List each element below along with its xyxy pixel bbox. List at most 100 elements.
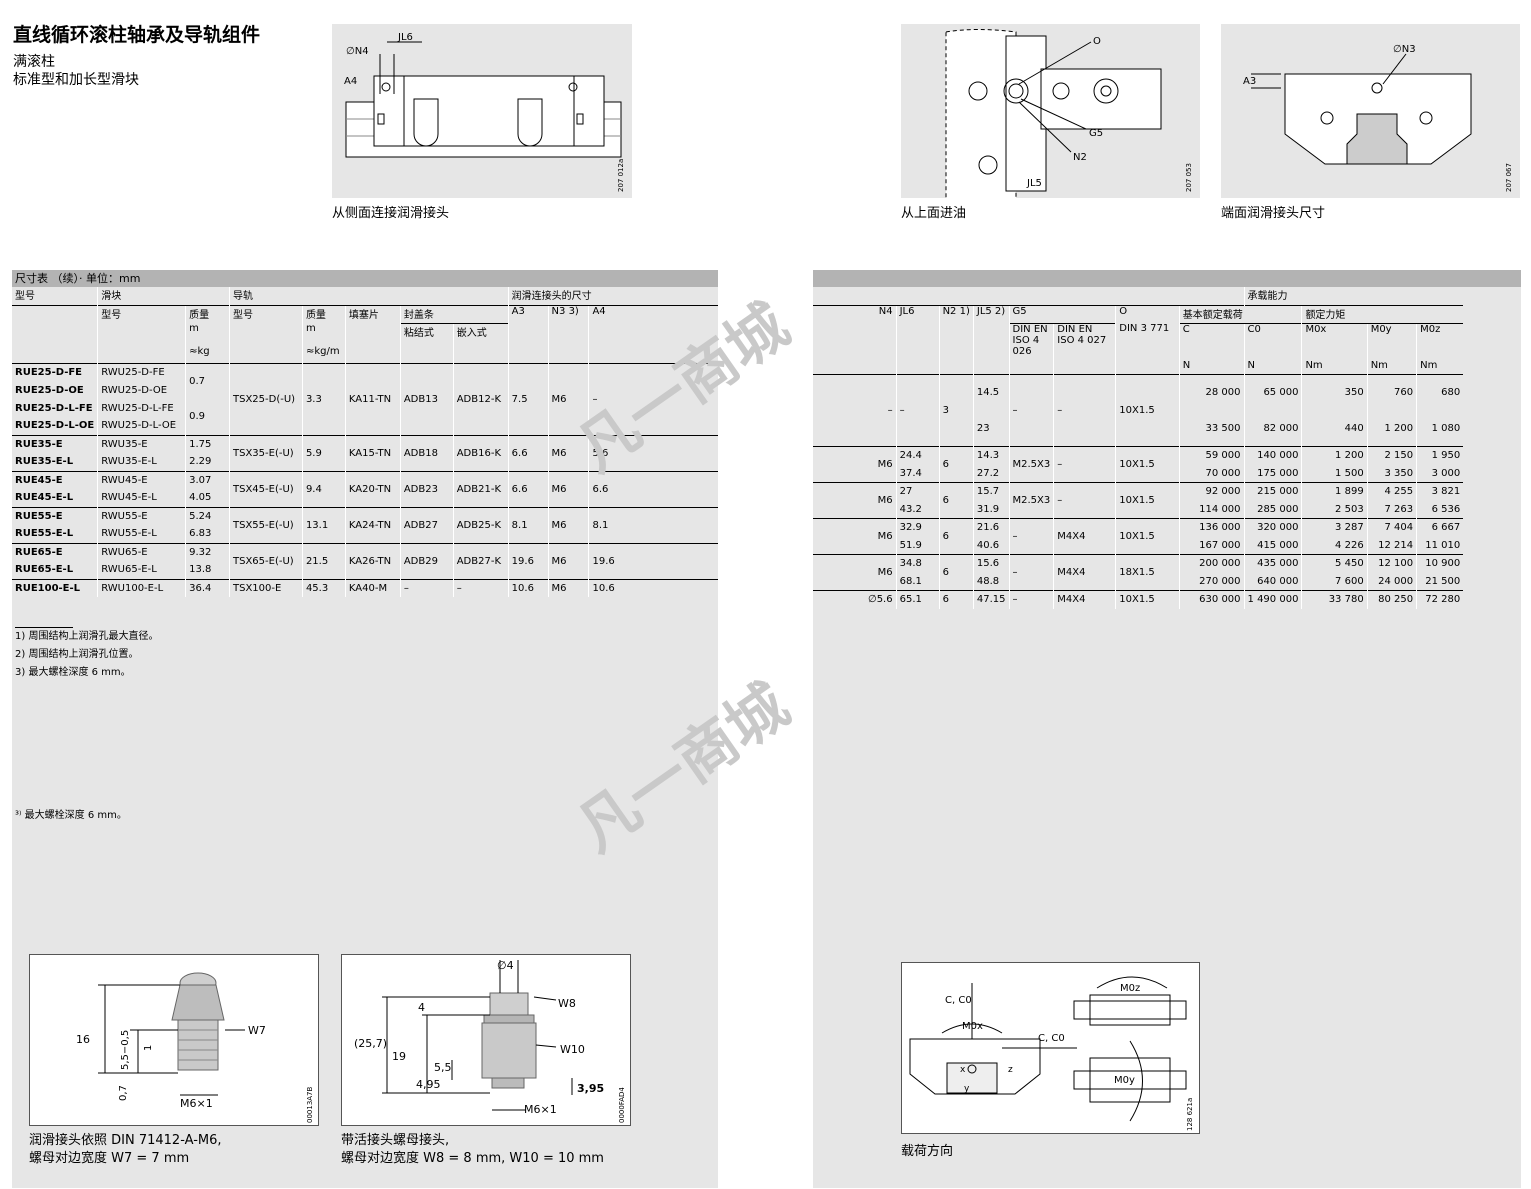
row-carriage-mass: 3.07 bbox=[185, 470, 230, 489]
load-label-mox: M0x bbox=[962, 1021, 983, 1032]
row-g4026: M2.5X3 bbox=[1008, 446, 1054, 483]
grease-nipple-drawing: 16 5,5−0,5 1 0,7 W7 M6×1 00013A7B bbox=[29, 954, 319, 1126]
row-moy: 2 150 bbox=[1366, 446, 1417, 465]
row-a3: 10.6 bbox=[507, 578, 549, 597]
section-title: 尺寸表 （续）· 单位：mm bbox=[12, 270, 718, 287]
footnote-3: 3) 最大螺栓深度 6 mm。 bbox=[15, 667, 131, 678]
row-n3: M6 bbox=[547, 506, 589, 543]
row-glued: ADB23 bbox=[399, 470, 454, 507]
row-jl5: 23 bbox=[972, 410, 1010, 447]
row-jl6: 32.9 bbox=[895, 518, 940, 537]
col-inserted: 嵌入式 bbox=[452, 322, 509, 341]
subtitle-line-2: 标准型和加长型滑块 bbox=[13, 72, 139, 88]
row-g4027: – bbox=[1053, 374, 1116, 447]
row-glued: ADB18 bbox=[399, 434, 454, 471]
swivel-fitting-svg: ∅4 4 (25,7) 19 5,5 4,95 W8 W10 3,95 M6×1… bbox=[354, 959, 626, 1123]
col-load: 承载能力 bbox=[1243, 287, 1521, 305]
col-r-type: 型号 bbox=[228, 304, 303, 323]
top-oil-caption: 从上面进油 bbox=[901, 206, 967, 221]
col-moy: M0y bbox=[1366, 322, 1417, 357]
row-moy: 12 214 bbox=[1366, 536, 1417, 555]
row-a3: 6.6 bbox=[507, 434, 549, 471]
row-c: 270 000 bbox=[1178, 572, 1245, 591]
row-moy: 24 000 bbox=[1366, 572, 1417, 591]
right-section-bar bbox=[813, 270, 1521, 287]
col-mox: M0x bbox=[1301, 322, 1368, 357]
row-c0: 1 490 000 bbox=[1243, 590, 1302, 609]
row-c: 114 000 bbox=[1178, 500, 1245, 519]
col-r-mass: 质量 bbox=[301, 304, 346, 323]
load-axis-z: z bbox=[1008, 1065, 1013, 1075]
grease-nipple-svg: 16 5,5−0,5 1 0,7 W7 M6×1 00013A7B bbox=[76, 972, 314, 1123]
side-label-a4: A4 bbox=[344, 76, 357, 87]
row-mox: 33 780 bbox=[1301, 590, 1368, 609]
top-oil-drawing: O G5 N2 JL5 207 053 bbox=[945, 29, 1193, 203]
row-g4027: M4X4 bbox=[1053, 518, 1116, 555]
row-carriage-mass: 4.05 bbox=[185, 489, 230, 507]
load-code: 128 621a bbox=[1186, 1098, 1194, 1131]
row-carriage-mass: 36.4 bbox=[185, 578, 230, 597]
row-moz: 1 080 bbox=[1416, 410, 1464, 447]
grease-dim-55: 5,5−0,5 bbox=[120, 1030, 131, 1070]
row-o: 10X1.5 bbox=[1115, 518, 1180, 555]
row-g4027: – bbox=[1053, 446, 1116, 483]
unit-n: N bbox=[1243, 356, 1302, 375]
row-mox: 4 226 bbox=[1301, 536, 1368, 555]
row-g4026: – bbox=[1008, 590, 1054, 609]
side-label-jl6: JL6 bbox=[397, 32, 413, 43]
row-carriage-type: RWU25-D-L-FE bbox=[97, 399, 186, 417]
row-moy: 12 100 bbox=[1366, 554, 1417, 573]
swivel-label-w8: W8 bbox=[558, 997, 576, 1010]
load-label-moy: M0y bbox=[1114, 1075, 1135, 1086]
row-mox: 3 287 bbox=[1301, 518, 1368, 537]
table-cell bbox=[938, 323, 974, 357]
row-n3: M6 bbox=[547, 362, 589, 435]
row-carriage-mass: 5.24 bbox=[185, 506, 230, 525]
col-glued: 粘结式 bbox=[399, 322, 454, 341]
row-n4: M6 bbox=[813, 446, 897, 483]
row-carriage-type: RWU35-E bbox=[97, 434, 186, 453]
row-carriage-mass: 0.9 bbox=[185, 399, 230, 435]
table-cell bbox=[344, 341, 401, 363]
row-jl5: 31.9 bbox=[972, 500, 1010, 519]
row-model: RUE25-D-FE bbox=[12, 362, 98, 381]
row-rail-type: TSX100-E bbox=[228, 578, 303, 597]
row-rail-type: TSX35-E(-U) bbox=[228, 434, 303, 471]
row-carriage-type: RWU45-E bbox=[97, 470, 186, 489]
row-c: 59 000 bbox=[1178, 446, 1245, 465]
col-strip: 封盖条 bbox=[399, 304, 509, 323]
table-cell bbox=[12, 304, 98, 323]
table-cell bbox=[813, 323, 896, 357]
row-moy: 7 404 bbox=[1366, 518, 1417, 537]
row-model: RUE100-E-L bbox=[12, 578, 98, 597]
row-n2: 3 bbox=[938, 374, 974, 447]
col-moment: 额定力矩 bbox=[1301, 304, 1464, 323]
row-carriage-type: RWU25-D-OE bbox=[97, 381, 186, 399]
row-inserted: ADB27-K bbox=[452, 542, 509, 579]
row-jl5: 40.6 bbox=[972, 536, 1010, 555]
load-direction-svg: C, C0 M0x C, C0 M0z M0y x z y 128 621a bbox=[909, 976, 1194, 1131]
load-axis-x: x bbox=[960, 1065, 966, 1075]
end-lube-figure: ∅N3 A3 207 067 bbox=[1221, 24, 1520, 198]
header-row-4: ≈kg≈kg/m bbox=[12, 341, 718, 363]
row-moz: 10 900 bbox=[1416, 554, 1464, 573]
row-carriage-mass: 1.75 bbox=[185, 434, 230, 453]
col-plug: 填塞片 bbox=[344, 304, 401, 323]
top-code: 207 053 bbox=[1185, 163, 1193, 192]
row-moz: 3 000 bbox=[1416, 464, 1464, 483]
row-glued: ADB29 bbox=[399, 542, 454, 579]
col-model: 型号 bbox=[15, 291, 35, 302]
row-moy: 760 bbox=[1366, 374, 1417, 411]
table-cell bbox=[344, 323, 401, 341]
col-g5: G5 bbox=[1008, 304, 1116, 323]
row-o: 10X1.5 bbox=[1115, 482, 1180, 519]
row-model: RUE55-E-L bbox=[15, 528, 74, 540]
row-a4: 8.1 bbox=[588, 506, 718, 543]
row-g4026: M2.5X3 bbox=[1008, 482, 1054, 519]
table-cell bbox=[507, 323, 549, 341]
row-moy: 3 350 bbox=[1366, 464, 1417, 483]
footnote-1: 1) 周围结构上润滑孔最大直径。 bbox=[15, 631, 159, 642]
